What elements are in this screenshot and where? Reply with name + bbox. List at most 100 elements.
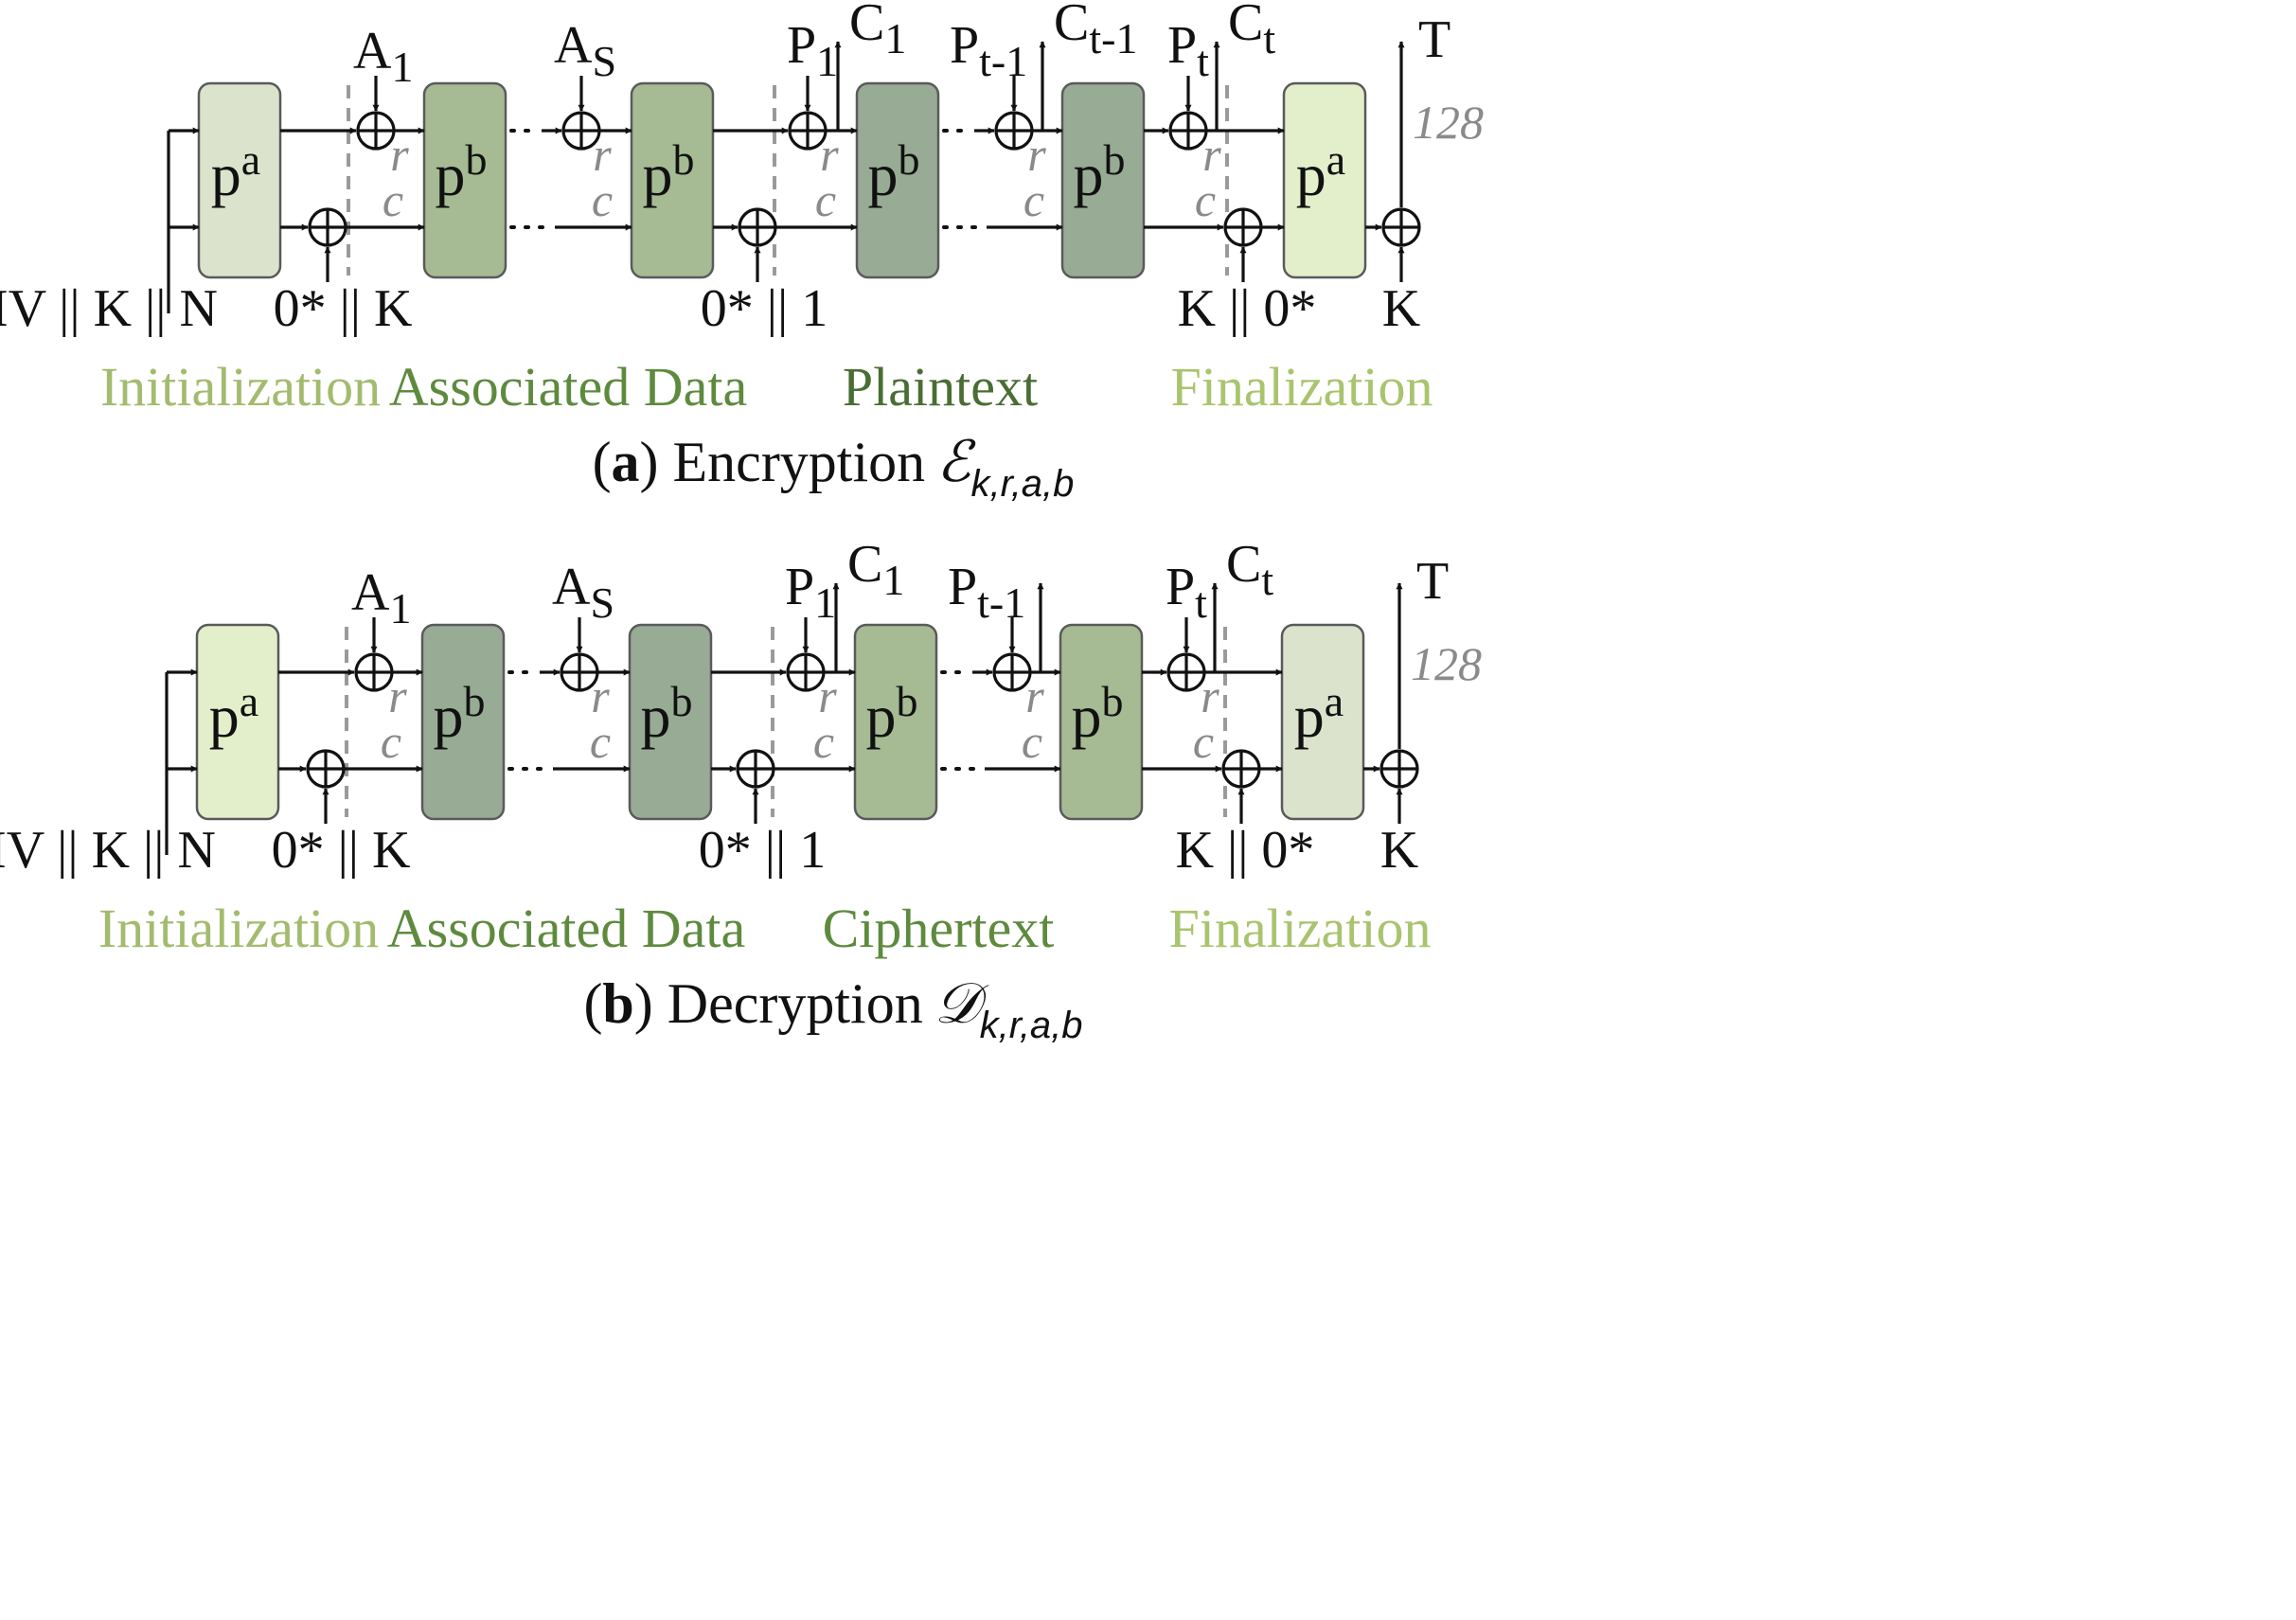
message-input-label-main: P	[948, 558, 977, 616]
message-input-label-sub: 1	[814, 579, 836, 627]
rate-label: r	[1025, 669, 1044, 722]
key-injection-label: 0* || K	[274, 279, 413, 338]
permutation-name: p	[1074, 141, 1104, 208]
message-input-label-sub: S	[592, 37, 616, 85]
message-input-label: AS	[552, 558, 614, 627]
tag-length-label: 128	[1411, 637, 1482, 690]
final-key-label: K || 0*	[1176, 821, 1315, 880]
caption-subscript: k,r,a,b	[980, 1005, 1083, 1046]
caption-subscript: k,r,a,b	[970, 463, 1074, 505]
rate-xor-icon	[994, 111, 1034, 151]
capacity-label: c	[592, 173, 613, 226]
rate-label: r	[1202, 128, 1221, 181]
caption-word: Decryption	[667, 972, 923, 1035]
capacity-label: c	[1193, 715, 1214, 768]
caption-symbol: ℰ	[936, 431, 976, 493]
ciphertext-output-label: Ct-1	[1054, 0, 1137, 62]
message-input-label: A1	[353, 22, 413, 91]
permutation-block: pb	[855, 81, 940, 279]
message-input-label-sub: 1	[816, 37, 838, 85]
caption-paren: )	[640, 431, 673, 493]
message-input-label-main: P	[1167, 16, 1197, 75]
message-input-label: Pt-1	[950, 16, 1027, 85]
ciphertext-output-label-sub: 1	[884, 14, 906, 62]
ciphertext-output-label-sub: 1	[882, 556, 904, 604]
rate-label: r	[388, 669, 407, 722]
caption-paren: )	[634, 972, 667, 1035]
phase-label: Associated Data	[387, 898, 745, 959]
permutation-rounds: b	[671, 677, 693, 725]
capacity-xor-icon	[738, 207, 777, 247]
rate-xor-icon	[561, 111, 601, 151]
permutation-box	[420, 623, 506, 821]
ciphertext-output-label-main: C	[849, 0, 884, 52]
ciphertext-output-label-sub: t	[1263, 14, 1275, 62]
tag-xor-icon	[1379, 749, 1419, 789]
permutation-label: pa	[1294, 677, 1344, 750]
domain-separation-label: 0* || 1	[699, 821, 826, 880]
phase-label: Finalization	[1168, 898, 1431, 959]
caption-word: Encryption	[673, 431, 926, 493]
permutation-label: pb	[436, 135, 488, 208]
permutation-rounds: b	[466, 135, 488, 184]
permutation-label: pb	[866, 677, 918, 750]
key-injection-label: 0* || K	[272, 821, 411, 880]
permutation-block: pb	[628, 623, 713, 821]
capacity-xor-icon	[306, 749, 346, 789]
domain-separation-label: 0* || 1	[701, 279, 828, 338]
caption-paren: (	[583, 972, 602, 1035]
permutation-name: p	[866, 683, 897, 750]
permutation-name: p	[209, 683, 240, 750]
message-input-label: Pt	[1167, 16, 1209, 85]
message-input-label-main: P	[1166, 558, 1195, 616]
caption-prefix: b	[602, 972, 633, 1035]
message-input-label-sub: 1	[389, 584, 411, 632]
capacity-xor-icon	[1223, 207, 1263, 247]
ciphertext-output-label-main: C	[1226, 535, 1261, 594]
rate-label: r	[390, 128, 409, 181]
permutation-label: pb	[643, 135, 695, 208]
rate-xor-icon	[356, 111, 396, 151]
permutation-block: pb	[422, 81, 507, 279]
message-input-label-sub: t	[1197, 37, 1209, 85]
capacity-label: c	[1022, 715, 1042, 768]
message-input-label: Pt	[1166, 558, 1207, 627]
permutation-box	[1059, 623, 1144, 821]
permutation-rounds: a	[1325, 677, 1344, 725]
message-input-label-sub: t-1	[979, 37, 1027, 85]
message-input-label: AS	[554, 16, 616, 85]
capacity-xor-icon	[308, 207, 347, 247]
tag-label: T	[1418, 10, 1451, 69]
rate-label: r	[820, 128, 839, 181]
permutation-box	[195, 623, 280, 821]
capacity-label: c	[381, 715, 401, 768]
permutation-box	[1060, 81, 1146, 279]
permutation-block: pb	[420, 623, 506, 821]
permutation-box	[855, 81, 940, 279]
rate-label: r	[1027, 128, 1046, 181]
tag-key-label: K	[1382, 279, 1420, 338]
message-input-label-main: A	[351, 563, 390, 622]
permutation-name: p	[641, 683, 671, 750]
permutation-block: pa	[1280, 623, 1365, 821]
permutation-box	[853, 623, 938, 821]
capacity-label: c	[815, 173, 836, 226]
permutation-box	[1280, 623, 1365, 821]
permutation-block: pb	[853, 623, 938, 821]
permutation-block: pa	[197, 81, 282, 279]
capacity-label: c	[383, 173, 403, 226]
permutation-name: p	[1296, 141, 1326, 208]
capacity-xor-icon	[736, 749, 775, 789]
tag-key-label: K	[1380, 821, 1418, 880]
permutation-label: pb	[641, 677, 693, 750]
caption-paren: (	[593, 431, 612, 493]
capacity-label: c	[590, 715, 611, 768]
ciphertext-output-label: Ct	[1228, 0, 1275, 62]
permutation-block: pb	[1060, 81, 1146, 279]
message-input-label: A1	[351, 563, 411, 632]
permutation-rounds: b	[1102, 677, 1124, 725]
